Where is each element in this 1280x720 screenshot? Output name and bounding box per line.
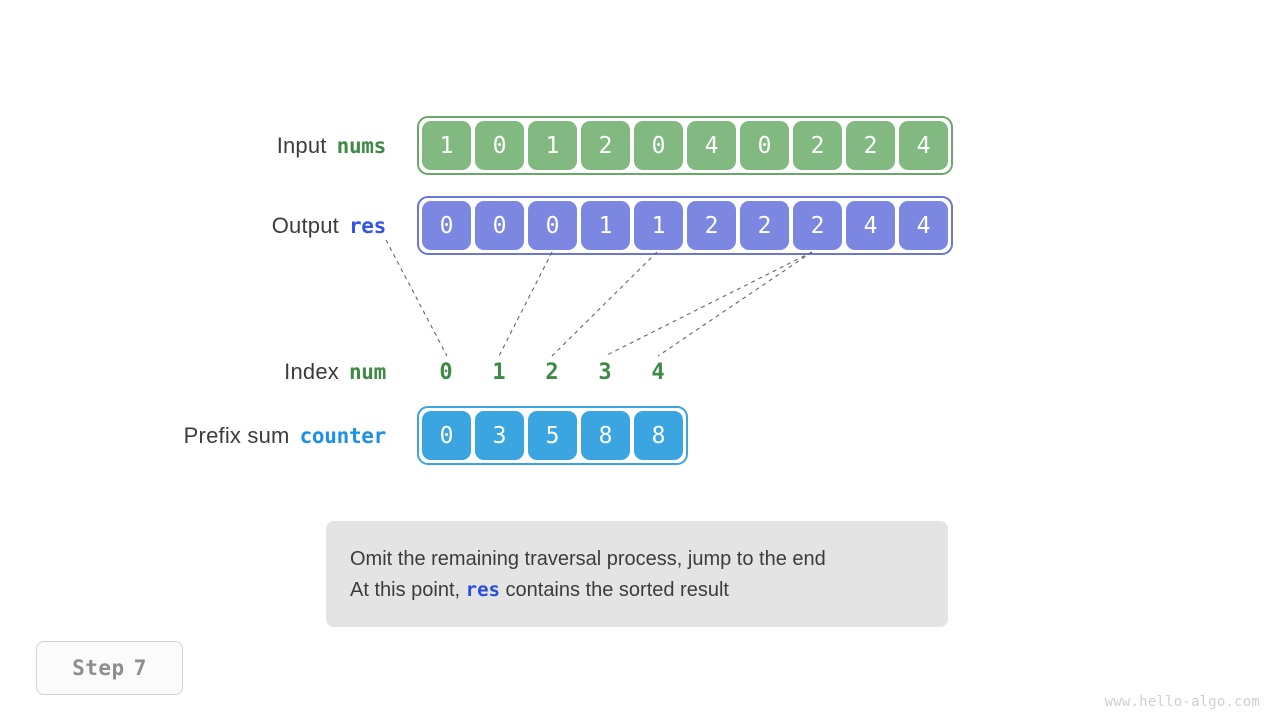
output-cell-8: 4	[846, 201, 895, 250]
prefix-cell-4: 8	[634, 411, 683, 460]
output-cell-9: 4	[899, 201, 948, 250]
input-cell-8: 2	[846, 121, 895, 170]
prefix-cell-1: 3	[475, 411, 524, 460]
input-cell-6: 0	[740, 121, 789, 170]
output-cell-2: 0	[528, 201, 577, 250]
connector-line-2	[551, 251, 658, 357]
input-cell-9: 4	[899, 121, 948, 170]
prefix-row-label: Prefix sum counter	[120, 421, 387, 451]
caption-line-2-after: contains the sorted result	[499, 578, 729, 601]
output-cell-0: 0	[422, 201, 471, 250]
connector-line-1	[498, 251, 553, 357]
step-label: Step	[72, 656, 125, 680]
input-cell-5: 4	[687, 121, 736, 170]
output-label-text: Output	[271, 213, 339, 238]
index-number-0: 0	[439, 360, 453, 385]
index-row-label: Index num	[180, 357, 386, 387]
step-badge: Step 7	[36, 641, 183, 695]
input-cell-7: 2	[793, 121, 842, 170]
connector-line-4	[657, 251, 813, 357]
step-number: 7	[133, 656, 147, 680]
input-label-text: Input	[276, 133, 327, 158]
caption-res-code: res	[465, 578, 500, 601]
index-var-name: num	[348, 360, 386, 384]
caption-line-2-before: At this point,	[350, 578, 466, 601]
connector-line-0	[385, 239, 448, 357]
watermark: www.hello-algo.com	[1104, 694, 1260, 710]
input-cell-4: 0	[634, 121, 683, 170]
output-cell-6: 2	[740, 201, 789, 250]
prefix-cell-0: 0	[422, 411, 471, 460]
caption-line-1: Omit the remaining traversal process, ju…	[350, 547, 826, 570]
caption-box: Omit the remaining traversal process, ju…	[326, 521, 948, 627]
input-cell-0: 1	[422, 121, 471, 170]
prefix-cell-2: 5	[528, 411, 577, 460]
connector-line-3	[604, 251, 813, 357]
index-number-3: 3	[598, 360, 612, 385]
output-var-name: res	[348, 214, 386, 238]
input-cell-1: 0	[475, 121, 524, 170]
output-cell-7: 2	[793, 201, 842, 250]
input-row-label: Input nums	[180, 131, 387, 161]
index-number-2: 2	[545, 360, 559, 385]
output-cell-4: 1	[634, 201, 683, 250]
input-cell-2: 1	[528, 121, 577, 170]
prefix-cell-3: 8	[581, 411, 630, 460]
prefix-var-name: counter	[299, 424, 387, 448]
output-cell-5: 2	[687, 201, 736, 250]
prefix-label-text: Prefix sum	[183, 423, 290, 448]
input-var-name: nums	[336, 134, 387, 158]
index-number-1: 1	[492, 360, 506, 385]
index-number-row: 0 1 2 3 4	[421, 360, 701, 388]
caption-line-2: At this point, res contains the sorted r…	[350, 578, 924, 602]
output-cell-1: 0	[475, 201, 524, 250]
output-row-label: Output res	[180, 211, 387, 241]
index-number-4: 4	[651, 360, 665, 385]
input-cell-3: 2	[581, 121, 630, 170]
output-cell-3: 1	[581, 201, 630, 250]
index-label-text: Index	[284, 359, 339, 384]
